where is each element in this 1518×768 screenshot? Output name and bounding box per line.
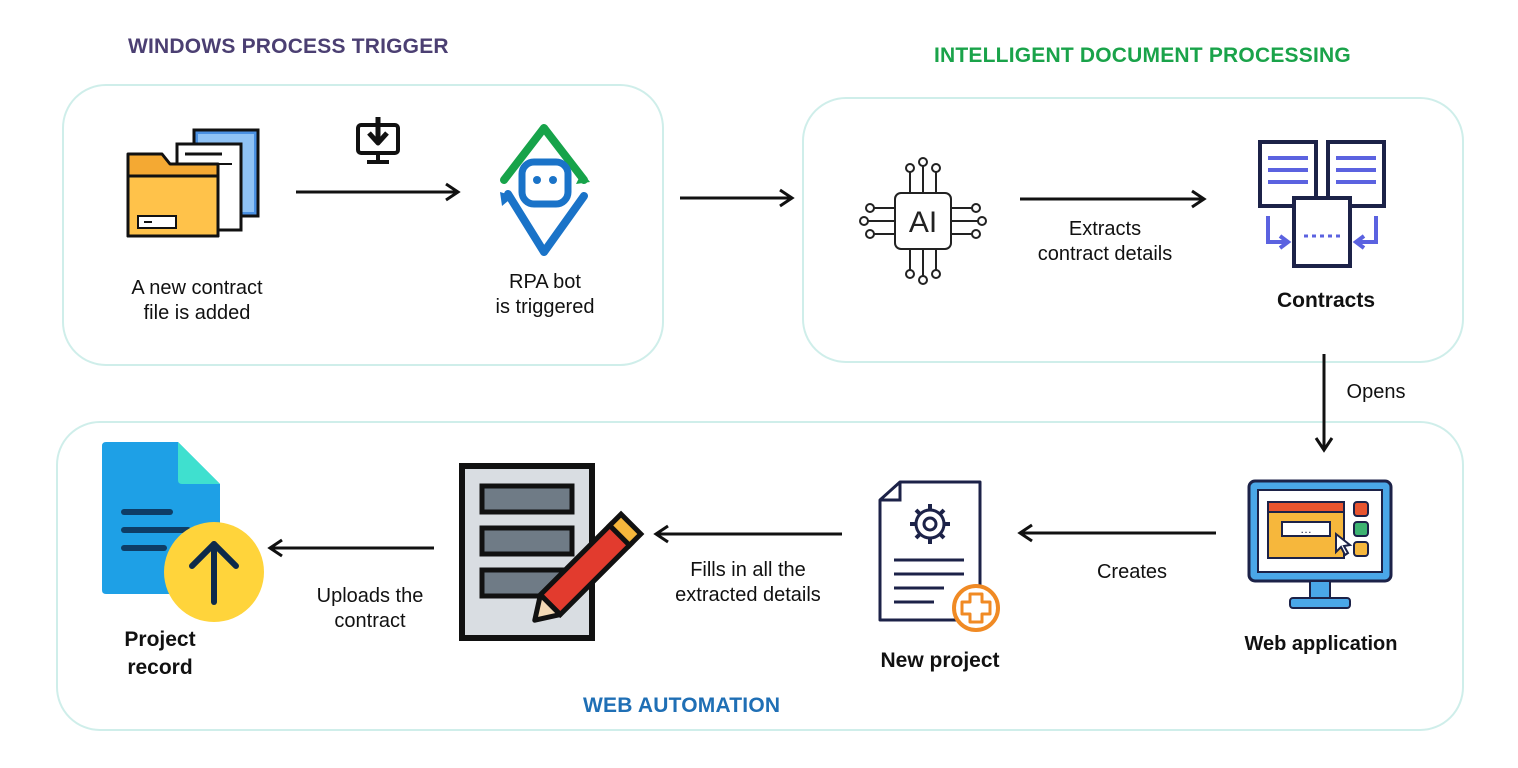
web-app-label: Web application xyxy=(1244,633,1398,655)
rpa-bot-label: RPA bot is triggered xyxy=(470,270,620,320)
arrow-bot-to-idp xyxy=(680,188,795,208)
section-title-windows: WINDOWS PROCESS TRIGGER xyxy=(128,35,449,58)
arrow-webapp-to-project xyxy=(1017,523,1216,543)
project-record-label-line2: record xyxy=(127,656,193,679)
project-record-label: Project record xyxy=(90,626,230,682)
arrow-contracts-to-webapp xyxy=(1314,354,1334,453)
section-title-web: WEB AUTOMATION xyxy=(583,694,781,717)
extracts-label-line2: contract details xyxy=(1037,243,1173,265)
contracts-documents-icon xyxy=(1258,140,1386,268)
ai-chip-icon: AI xyxy=(859,157,987,285)
ai-chip-text: AI xyxy=(909,206,937,239)
windows-process-trigger-panel xyxy=(62,84,664,366)
rpa-bot-icon xyxy=(500,124,590,256)
svg-text:…: … xyxy=(1300,522,1312,536)
download-monitor-icon xyxy=(356,117,400,164)
intelligent-document-processing-panel xyxy=(802,97,1464,363)
uploads-label-line2: contract xyxy=(334,610,406,632)
arrow-form-to-record xyxy=(267,538,434,558)
project-record-label-line1: Project xyxy=(124,628,196,651)
form-edit-icon xyxy=(459,463,645,641)
new-file-label: A new contract file is added xyxy=(96,276,298,326)
new-file-label-line1: A new contract xyxy=(131,277,263,299)
folder-files-icon xyxy=(126,128,260,238)
creates-label: Creates xyxy=(1096,561,1168,583)
arrow-ai-to-contracts xyxy=(1020,189,1207,209)
extracts-label-line1: Extracts xyxy=(1068,218,1142,240)
new-project-label: New project xyxy=(880,649,1000,672)
extracts-label: Extracts contract details xyxy=(1010,217,1200,267)
fills-label: Fills in all the extracted details xyxy=(652,558,844,608)
arrow-file-to-bot xyxy=(296,182,461,202)
uploads-label-line1: Uploads the xyxy=(316,585,424,607)
rpa-bot-label-line1: RPA bot xyxy=(509,271,581,293)
rpa-bot-label-line2: is triggered xyxy=(495,296,595,318)
fills-label-line2: extracted details xyxy=(675,584,821,606)
web-application-icon: … xyxy=(1247,479,1393,609)
new-file-label-line2: file is added xyxy=(143,302,251,324)
section-title-idp: INTELLIGENT DOCUMENT PROCESSING xyxy=(934,44,1351,67)
contracts-label: Contracts xyxy=(1276,289,1376,312)
arrow-project-to-form xyxy=(653,524,842,544)
fills-label-line1: Fills in all the xyxy=(690,559,806,581)
uploads-label: Uploads the contract xyxy=(292,584,448,634)
upload-document-icon xyxy=(102,442,264,622)
web-automation-panel xyxy=(56,421,1464,731)
new-project-icon xyxy=(878,480,1000,632)
opens-label: Opens xyxy=(1346,381,1406,403)
